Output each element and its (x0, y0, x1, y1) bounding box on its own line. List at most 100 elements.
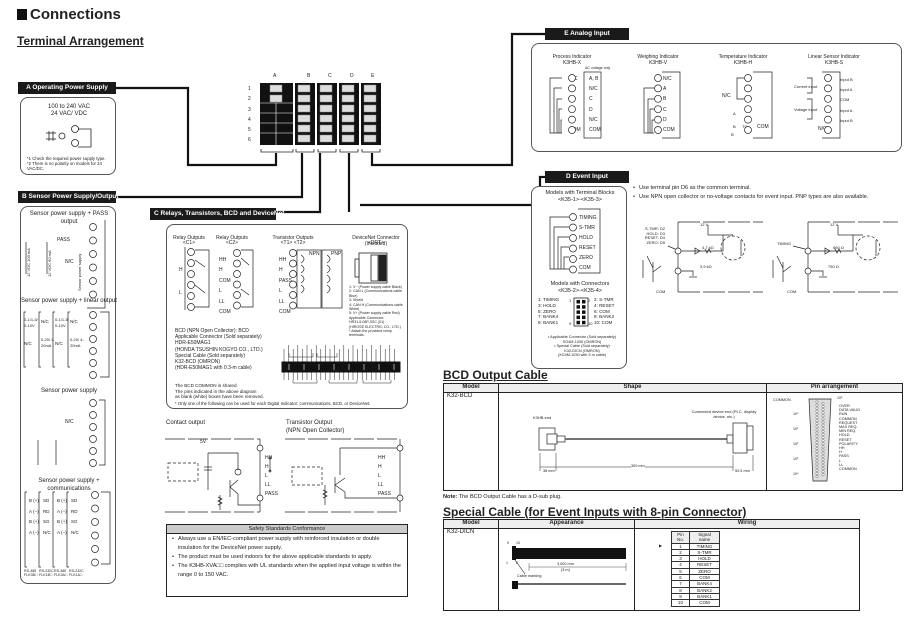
analog-input-diagrams (549, 71, 841, 139)
column-label-b: B (307, 73, 311, 79)
terminal-screw-icon (319, 124, 333, 133)
dsub-pin (815, 400, 819, 404)
group-4-terminals (24, 491, 111, 568)
safety-item: Always use a EN/IEC-compliant power supp… (171, 535, 403, 553)
event-terminal-diagram (549, 208, 601, 274)
bcd-cable-note: Note: The BCD Output Cable has a D-sub p… (443, 494, 562, 500)
g2-col3-bottom: N/C (55, 341, 63, 346)
dsub-pin (821, 473, 825, 477)
special-col-model: Model (443, 519, 499, 529)
terminal-screw-icon (341, 94, 355, 103)
terminal-screw-icon (363, 114, 377, 123)
terminal-screw-icon (297, 114, 311, 123)
event-note: Use NPN open collector or no-voltage con… (632, 193, 902, 202)
connector-pin (582, 315, 586, 320)
relay-c1-h: H (179, 267, 183, 273)
relay-c2-title: Relay Outputs (216, 235, 248, 241)
wiring-signal: COM (689, 574, 720, 582)
dsub-pin (821, 423, 825, 427)
terminal-screw-icon (89, 399, 97, 407)
terminal-screw-icon (89, 323, 97, 331)
circuit-1-supply: 12 V (700, 222, 709, 227)
bcd-pin-labels: OVER DATA VALID RUN COMMON REQUEST MAX R… (839, 404, 861, 472)
bcd-pin-cell: COMMON OVER DATA VALID RUN COMMON REQUES… (766, 392, 903, 491)
connector-pins-right: 2: S-TMR 4: RESET 6: COM 8: BANK2 10: CO… (594, 297, 615, 326)
circuit-2-r1: 560 Ω (833, 245, 844, 250)
pnp-label: PNP (331, 251, 342, 257)
power-supply-header: A Operating Power Supply (18, 82, 116, 94)
title-square-icon (17, 9, 27, 20)
terminal-screw-icon (289, 259, 297, 268)
terminal-screw-icon (89, 411, 97, 419)
terminal-screw-icon (187, 292, 195, 300)
dsub-pin (815, 450, 819, 453)
dsub-pin (821, 402, 825, 405)
dsub-pin (821, 436, 825, 439)
relay-c2-labels: HH H COM L LL COM (219, 257, 231, 316)
bcd-cable-table: Model Shape Pin arrangement K32-BCD K3HB… (443, 383, 903, 491)
terminal-screw-icon (89, 290, 97, 299)
bcd-shape-cell: K3HB end Connected device end (PLC, disp… (498, 392, 767, 491)
k3hb-end-label: K3HB end (533, 415, 552, 420)
weighing-model: K3HB-V (648, 60, 668, 66)
terminal-models-title: Models with Terminal Blocks (545, 190, 615, 196)
dsub-pin (821, 451, 825, 455)
terminal-screw-icon (297, 84, 311, 93)
terminal-screw-icon (89, 435, 97, 443)
npn-label: NPN (309, 251, 320, 257)
terminal-screw-icon (341, 114, 355, 123)
wiring-signal: COM (689, 599, 720, 607)
terminal-screw-icon (297, 134, 311, 143)
terminal-screw-icon (187, 281, 195, 289)
terminal-screw-icon (89, 459, 97, 467)
temperature-com: COM (757, 124, 769, 130)
terminal-screw-icon (319, 114, 333, 123)
terminal-screw-icon (233, 301, 241, 310)
dim-50: 50.5 mm (735, 469, 750, 473)
wiring-pin-no: 10 (671, 599, 690, 607)
current-input-label: Current input (794, 84, 818, 89)
terminal-screw-icon (187, 303, 195, 311)
terminal-screw-icon (89, 223, 97, 231)
terminal-screw-icon (824, 84, 832, 93)
dim-38: 38 mm (543, 469, 555, 473)
terminal-screw-icon (568, 94, 576, 103)
terminal-screw-icon (289, 270, 297, 278)
power-note-1: *1 Check the required power supply type. (27, 156, 106, 161)
dsub-pin (815, 403, 819, 407)
terminal-screw-icon (744, 115, 752, 124)
group-1-title: Sensor power supply + PASS output (29, 211, 109, 225)
terminal-screw-icon (569, 213, 577, 221)
safety-title: Safety Standards Conformance (167, 525, 407, 534)
g4-code-2: RS-232C FLK1B□ (39, 569, 54, 577)
relay-c2-code: <C2> (225, 240, 239, 246)
circuit-1-r2: 3.9 kΩ (700, 264, 712, 269)
circuit-2-pin: TIMING (777, 241, 791, 246)
cable-length-m: (3 m) (561, 568, 570, 572)
terminal-screw-icon (569, 244, 577, 253)
devicenet-title: DeviceNet Connector (Included) (352, 235, 400, 247)
group-1-terminals (25, 220, 106, 309)
terminal-screw-icon (89, 263, 97, 272)
terminal-screw-icon (569, 234, 577, 242)
special-cable-table: Model Appearance Wiring K32-DICN 9 10 1 … (443, 519, 860, 611)
sensor-supply-header: B Sensor Power Supply/Output (18, 191, 118, 203)
bcd-col-model: Model (443, 383, 499, 393)
connector-pin (582, 320, 586, 325)
weighing-title: Weighing Indicator (637, 54, 679, 60)
connector-pin (576, 310, 580, 314)
dsub-pin (821, 408, 825, 412)
dsub-pin (821, 448, 825, 452)
transistor-labels: HH H PASS L LL COM (279, 257, 292, 316)
output-terminal-diagrams (184, 247, 343, 311)
linear-labels: Input B Input A COM Input A Input B (840, 77, 853, 123)
dsub-pin (815, 447, 819, 450)
event-input-panel: Models with Terminal Blocks <K35-1>-<K35… (531, 186, 627, 369)
dsub-pin (821, 430, 825, 433)
